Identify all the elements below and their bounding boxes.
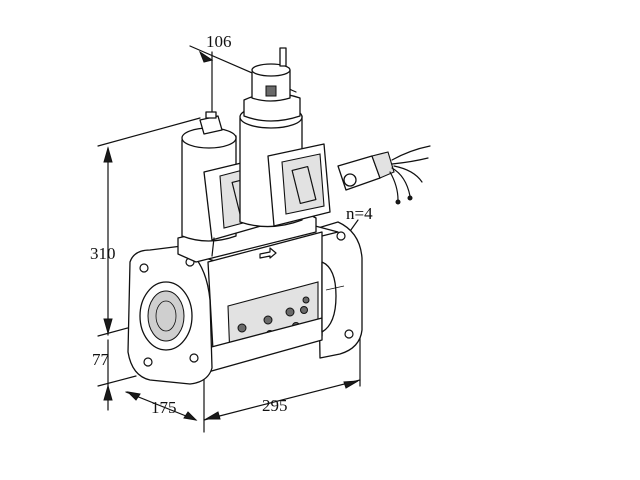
dim-77-ext-bottom: [97, 375, 137, 387]
inlet-mesh: [147, 290, 185, 342]
left-connector-cable: [211, 237, 215, 257]
cable-plug: [337, 145, 431, 205]
port-1: [237, 323, 247, 333]
bolt-count-label: n=4: [346, 204, 373, 223]
right-connector-face: [281, 153, 325, 215]
dim-175-arrow-right: [183, 411, 198, 421]
front-flange-bolt-3: [143, 357, 153, 367]
right-connector-latch: [291, 165, 317, 205]
dim-310-arrow-bottom: [103, 318, 113, 335]
dim-106-arrow-left: [198, 50, 214, 63]
dim-label-175: 175: [151, 398, 177, 417]
port-6: [300, 306, 308, 314]
front-flange-bolt-4: [189, 353, 199, 363]
dim-310-ext-top: [97, 117, 201, 147]
plug-collar: [371, 151, 395, 179]
dim-295-arrow-right: [343, 380, 359, 389]
port-3: [263, 315, 273, 325]
valve-body: [127, 209, 363, 385]
dim-label-77: 77: [92, 350, 110, 369]
actuator-pin: [279, 47, 287, 67]
plug-wire-4: [389, 171, 399, 201]
dim-label-106: 106: [206, 32, 232, 51]
rear-flange-bolt-bottom: [344, 329, 354, 339]
port-5: [285, 307, 295, 317]
side-band: [325, 285, 345, 291]
side-cylinder: [321, 261, 337, 333]
dim-77-arrow: [103, 384, 113, 401]
wire-end-1: [395, 199, 401, 205]
inlet-mesh-ring: [155, 300, 177, 332]
dim-295-arrow-left: [204, 411, 221, 420]
left-coil-cap: [205, 111, 217, 119]
port-8: [302, 296, 310, 304]
flow-arrow-icon: [259, 247, 277, 259]
plug-wire-5: [393, 165, 423, 183]
wire-end-2: [407, 195, 413, 201]
left-coil-nut: [199, 115, 223, 135]
dim-label-310: 310: [90, 244, 116, 263]
dim-175-arrow-left: [126, 391, 141, 401]
dim-label-295: 295: [262, 396, 288, 415]
plug-gland: [343, 173, 357, 187]
plug-wire-2: [391, 157, 429, 165]
dim-295-line: [203, 379, 361, 421]
plug-wire-1: [391, 145, 431, 161]
front-flange-bolt-1: [139, 263, 149, 273]
actuator-top: [251, 63, 291, 77]
actuator-window: [265, 85, 277, 97]
rear-flange-bolt-top: [336, 231, 346, 241]
dim-310-arrow-top: [103, 146, 113, 163]
solenoid-coils: [181, 47, 331, 257]
plug-wire-3: [391, 167, 411, 197]
